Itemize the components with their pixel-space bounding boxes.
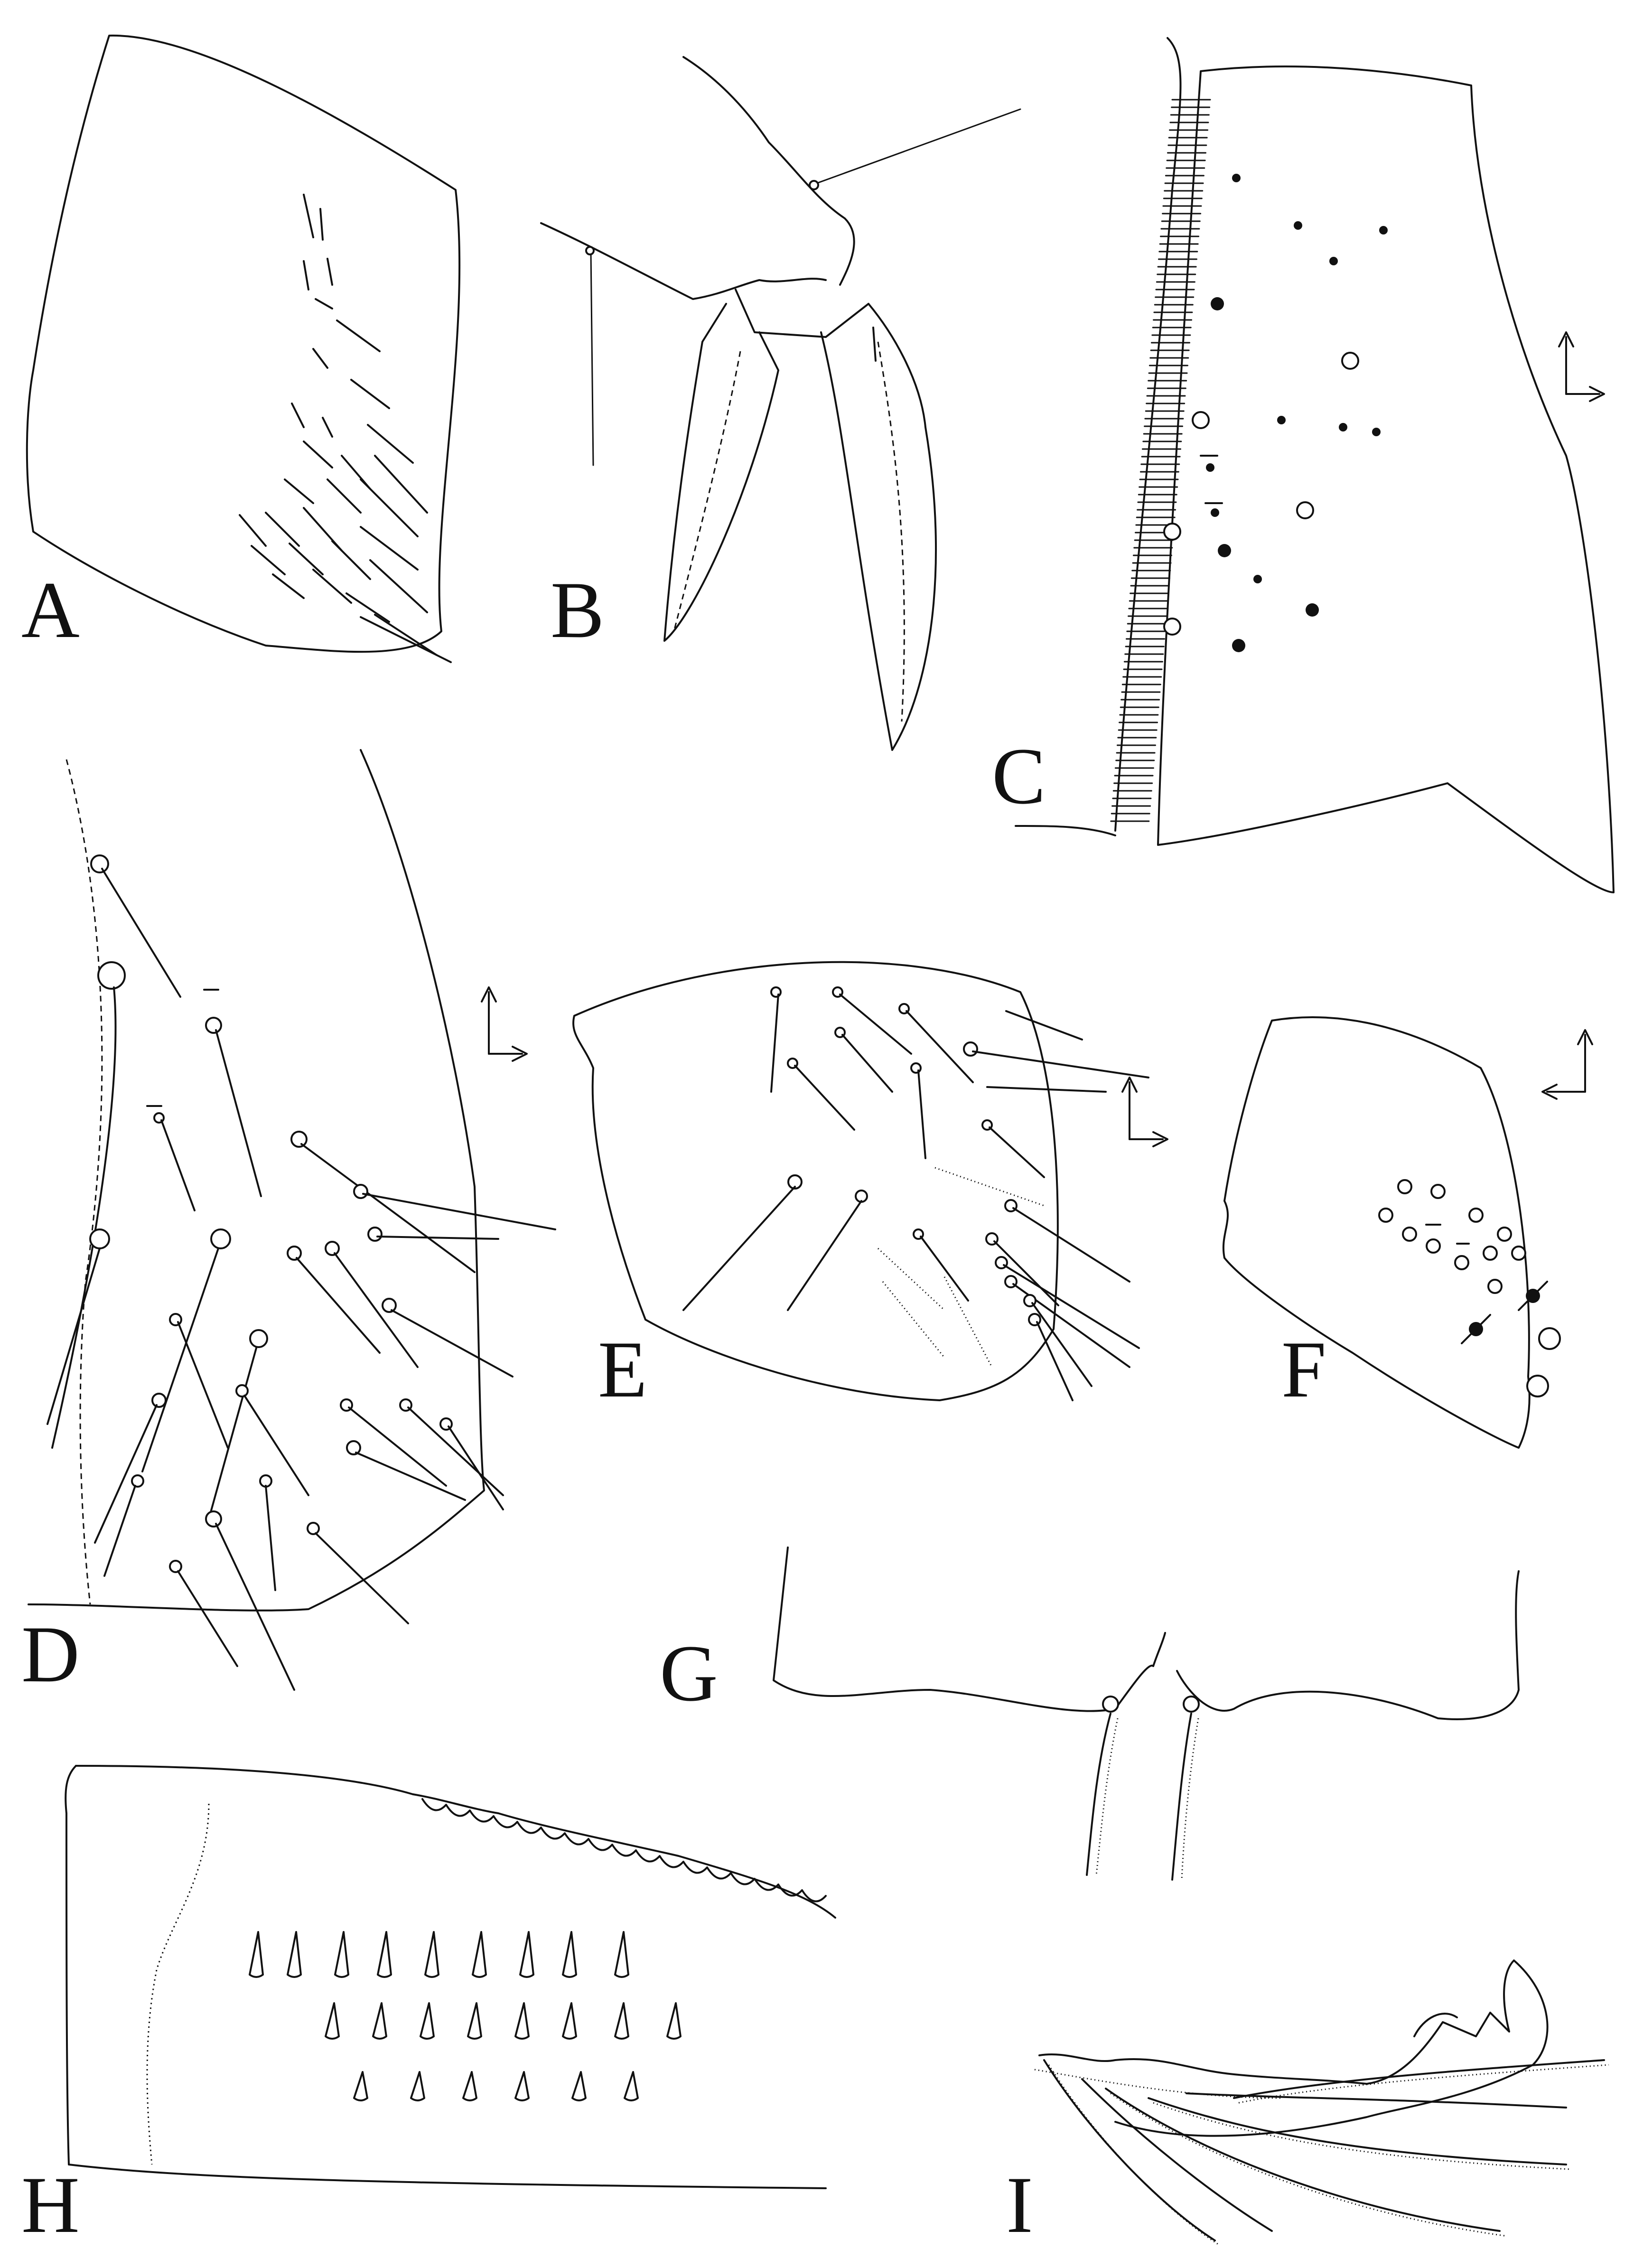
panel-label-c: C [992,731,1046,821]
panel-label-a: A [21,565,80,655]
panel-f-drawing [1222,1016,1593,1449]
panel-h-drawing [65,1765,836,2189]
panel-h-crenulation [421,1798,827,1902]
panel-c-chaetotaxy [1163,174,1388,652]
panel-i-drawing [1034,1959,1609,2246]
spine [562,1931,577,1978]
spine [424,1931,439,1978]
spine [562,2002,577,2040]
panel-c-orientation-arrow [1558,331,1605,402]
spine [467,2002,482,2040]
panel-label-d: D [21,1610,80,1699]
spine [287,1931,302,1978]
panel-e-setae [682,986,1149,1401]
spine [410,2071,425,2101]
spine [472,1931,487,1978]
panel-c-hatch-band [1110,99,1211,822]
panel-i-setae [1043,2059,1609,2246]
spine [514,2002,530,2040]
spine [514,2071,530,2101]
panel-e-orientation-arrow [1121,1077,1168,1147]
panel-d-orientation-arrow [481,986,528,1062]
spine [353,2071,368,2101]
spine [462,2071,477,2101]
spine [249,1931,264,1978]
panel-e-drawing [572,961,1168,1401]
panel-d-drawing [28,749,556,1691]
spine [334,1931,349,1978]
panel-f-chaetotaxy [1378,1179,1561,1397]
panel-a-setae [239,194,452,663]
panel-d-setae [47,854,556,1691]
panel-label-h: H [21,2160,80,2249]
spine [614,2002,629,2040]
panel-g-drawing [773,1546,1520,1881]
panel-label-e: E [598,1325,647,1414]
spine [372,2002,387,2040]
spine [624,2071,639,2101]
spine [325,2002,340,2040]
spine [519,1931,534,1978]
panel-h-spines [249,1931,682,2101]
panel-f-orientation-arrow [1541,1029,1593,1100]
panel-a-drawing [26,34,461,663]
spine [571,2071,587,2101]
spine [377,1931,392,1978]
spine [614,1931,629,1978]
panel-label-f: F [1281,1325,1326,1414]
spine [420,2002,435,2040]
panel-label-i: I [1006,2160,1033,2249]
panel-label-b: B [551,565,605,655]
panel-g-setae [1086,1696,1200,1881]
panel-label-g: G [660,1629,718,1718]
crenulated-edge [421,1798,827,1902]
panel-c-drawing [1015,37,1615,893]
spine [666,2002,682,2040]
panel-b-drawing [540,56,1021,751]
